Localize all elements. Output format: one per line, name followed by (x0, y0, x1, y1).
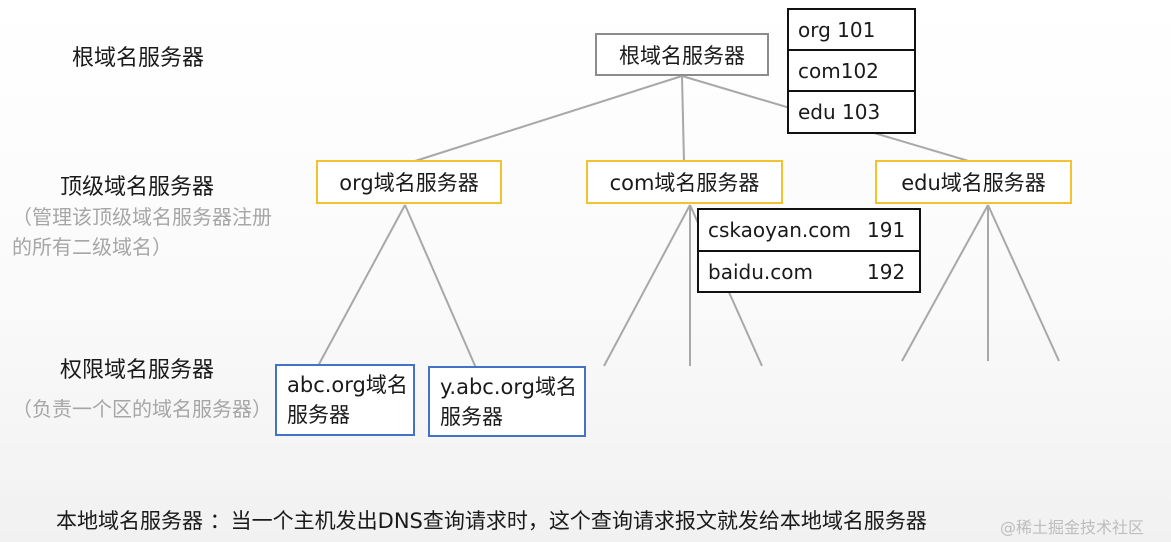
com-record-row: baidu.com 192 (699, 252, 919, 291)
edge-org-abc (317, 204, 406, 367)
edge-com-left (603, 204, 691, 367)
edge-edu-left (901, 204, 989, 362)
watermark: @稀土掘金技术社区 (1000, 518, 1145, 537)
root-record-table: org 101 com102 edu 103 (787, 8, 916, 134)
com-record-value: 192 (867, 259, 906, 284)
level-label-authoritative: 权限域名服务器 (60, 358, 215, 383)
level-label-tld: 顶级域名服务器 (60, 175, 215, 200)
com-record-table: cskaoyan.com 191 baidu.com 192 (697, 208, 921, 293)
edge-root-com (681, 75, 685, 163)
edge-root-org (411, 75, 683, 163)
root-record-row: com102 (789, 51, 914, 92)
com-record-row: cskaoyan.com 191 (699, 210, 919, 252)
root-server-node: 根域名服务器 (595, 33, 769, 76)
level-note-authoritative: （负责一个区的域名服务器） (12, 397, 272, 421)
com-record-domain: baidu.com (708, 259, 813, 284)
edu-server-node: edu域名服务器 (875, 160, 1072, 204)
com-record-domain: cskaoyan.com (708, 218, 851, 242)
root-record-row: org 101 (789, 10, 914, 51)
abc-org-server-node: abc.org域名服务器 (275, 364, 415, 436)
y-abc-org-server-node: y.abc.org域名服务器 (428, 366, 586, 437)
level-note-tld: （管理该顶级域名服务器注册的所有二级域名） (12, 205, 272, 259)
edge-org-yabc (404, 204, 477, 369)
org-server-node: org域名服务器 (316, 160, 502, 204)
level-label-root: 根域名服务器 (72, 46, 205, 71)
com-record-value: 191 (867, 218, 906, 242)
com-server-node: com域名服务器 (586, 160, 783, 204)
root-record-row: edu 103 (798, 100, 881, 124)
edge-edu-right (987, 204, 1060, 362)
local-dns-description: 本地域名服务器 ：当一个主机发出DNS查询请求时，这个查询请求报文就发给本地域名… (56, 509, 927, 533)
